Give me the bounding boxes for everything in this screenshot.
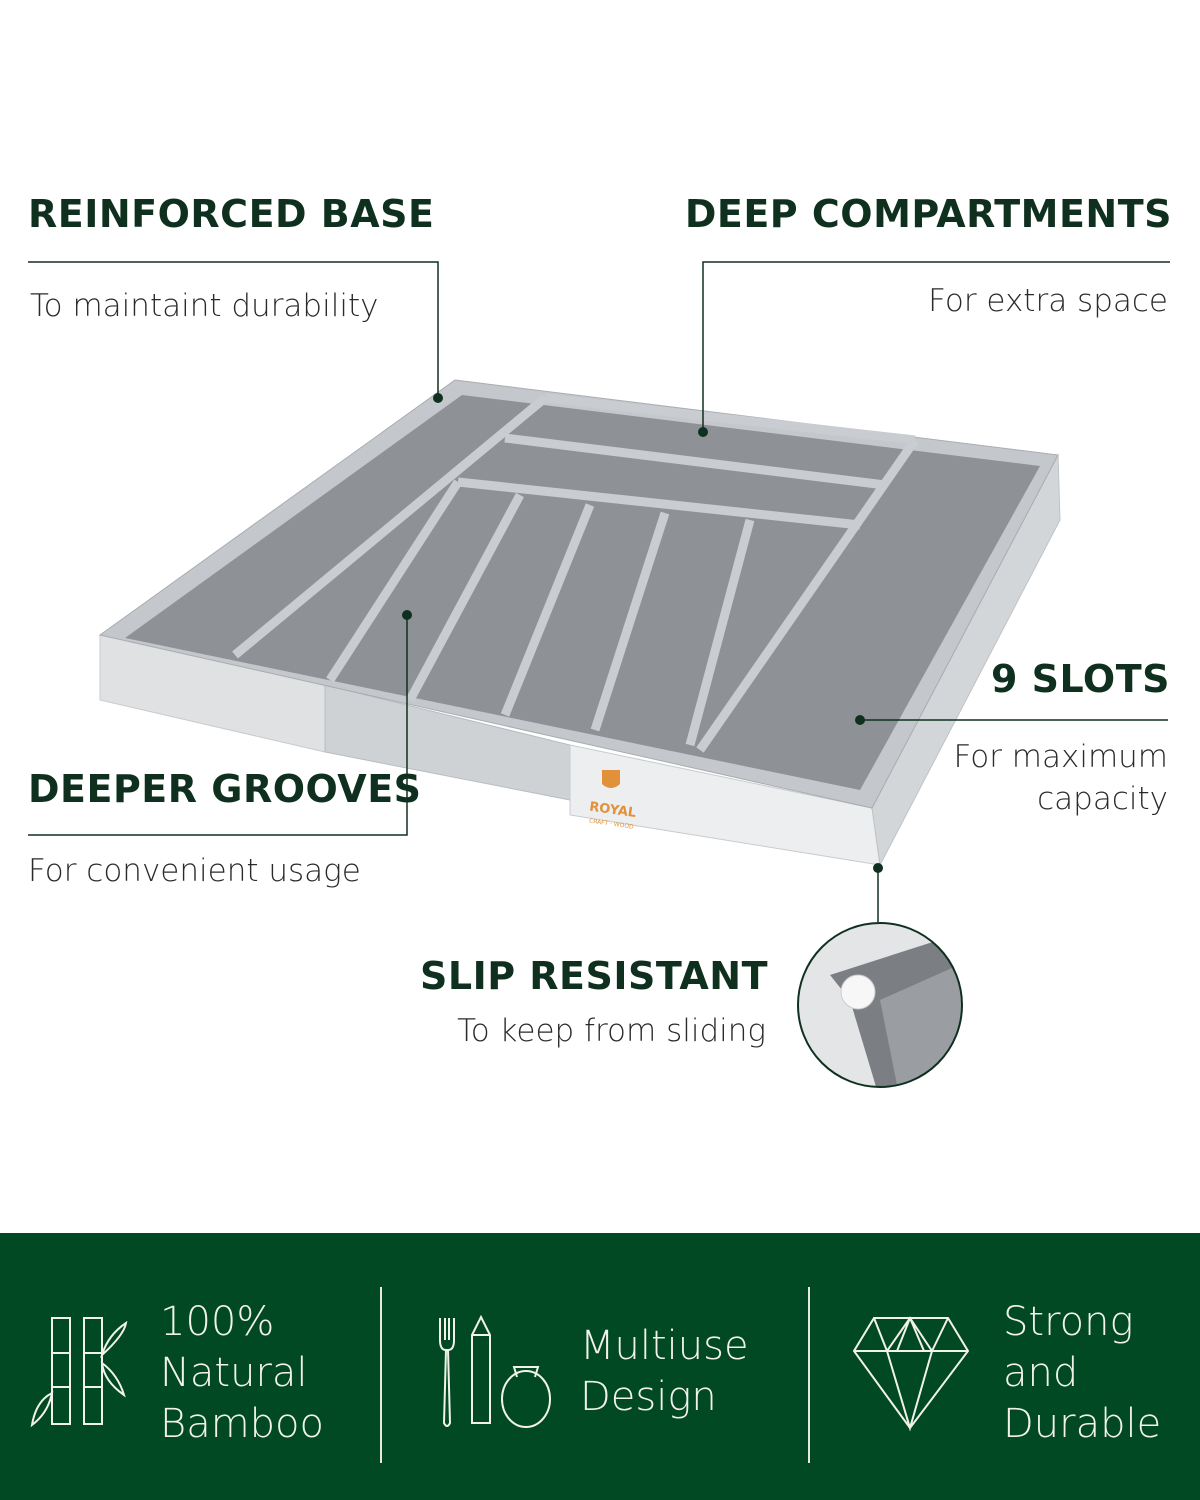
feature-durable-line1: Strong [1003, 1299, 1134, 1345]
tray-dividers [232, 393, 919, 753]
feature-multiuse-text: Multiuse Design [580, 1321, 749, 1423]
slip-resistant-title: SLIP RESISTANT [420, 954, 768, 998]
feature-bamboo-line1: 100% [160, 1299, 275, 1345]
svg-text:ROYAL: ROYAL [588, 800, 637, 821]
nine-slots-title: 9 SLOTS [991, 657, 1170, 701]
detail-circle-border [797, 922, 963, 1088]
features-band [0, 1233, 1200, 1500]
nine-slots-subtitle-line2: capacity [1037, 781, 1168, 817]
product-illustration: ROYAL CRAFT · WOOD [28, 261, 1170, 1088]
feature-bamboo-line3: Bamboo [160, 1401, 325, 1447]
feature-divider [380, 1287, 382, 1463]
slip-resistant-subtitle: To keep from sliding [457, 1013, 766, 1049]
diamond-icon [852, 1316, 970, 1432]
feature-durable-text: Strong and Durable [1003, 1297, 1161, 1450]
deeper-grooves-title: DEEPER GROOVES [28, 767, 422, 811]
callout-dots [402, 393, 883, 873]
feature-durable-line2: and [1003, 1350, 1079, 1396]
slip-pad-detail [798, 923, 962, 1087]
feature-divider [808, 1287, 810, 1463]
reinforced-base-title: REINFORCED BASE [28, 192, 435, 236]
feature-multiuse-line1: Multiuse [580, 1323, 749, 1369]
bamboo-icon [30, 1317, 128, 1428]
utensils-icon [439, 1315, 551, 1428]
feature-bamboo-text: 100% Natural Bamboo [160, 1297, 324, 1450]
deep-compartments-subtitle: For extra space [928, 283, 1168, 319]
feature-durable-line3: Durable [1003, 1401, 1162, 1447]
feature-bamboo-line2: Natural [160, 1350, 308, 1396]
deeper-grooves-subtitle: For convenient usage [28, 853, 361, 889]
feature-multiuse-line2: Design [580, 1374, 717, 1420]
tray-floor [125, 395, 1040, 790]
callout-lines [28, 261, 1170, 922]
reinforced-base-subtitle: To maintaint durability [30, 288, 379, 324]
nine-slots-subtitle-line1: For maximum [953, 739, 1169, 775]
deep-compartments-title: DEEP COMPARTMENTS [684, 192, 1172, 236]
